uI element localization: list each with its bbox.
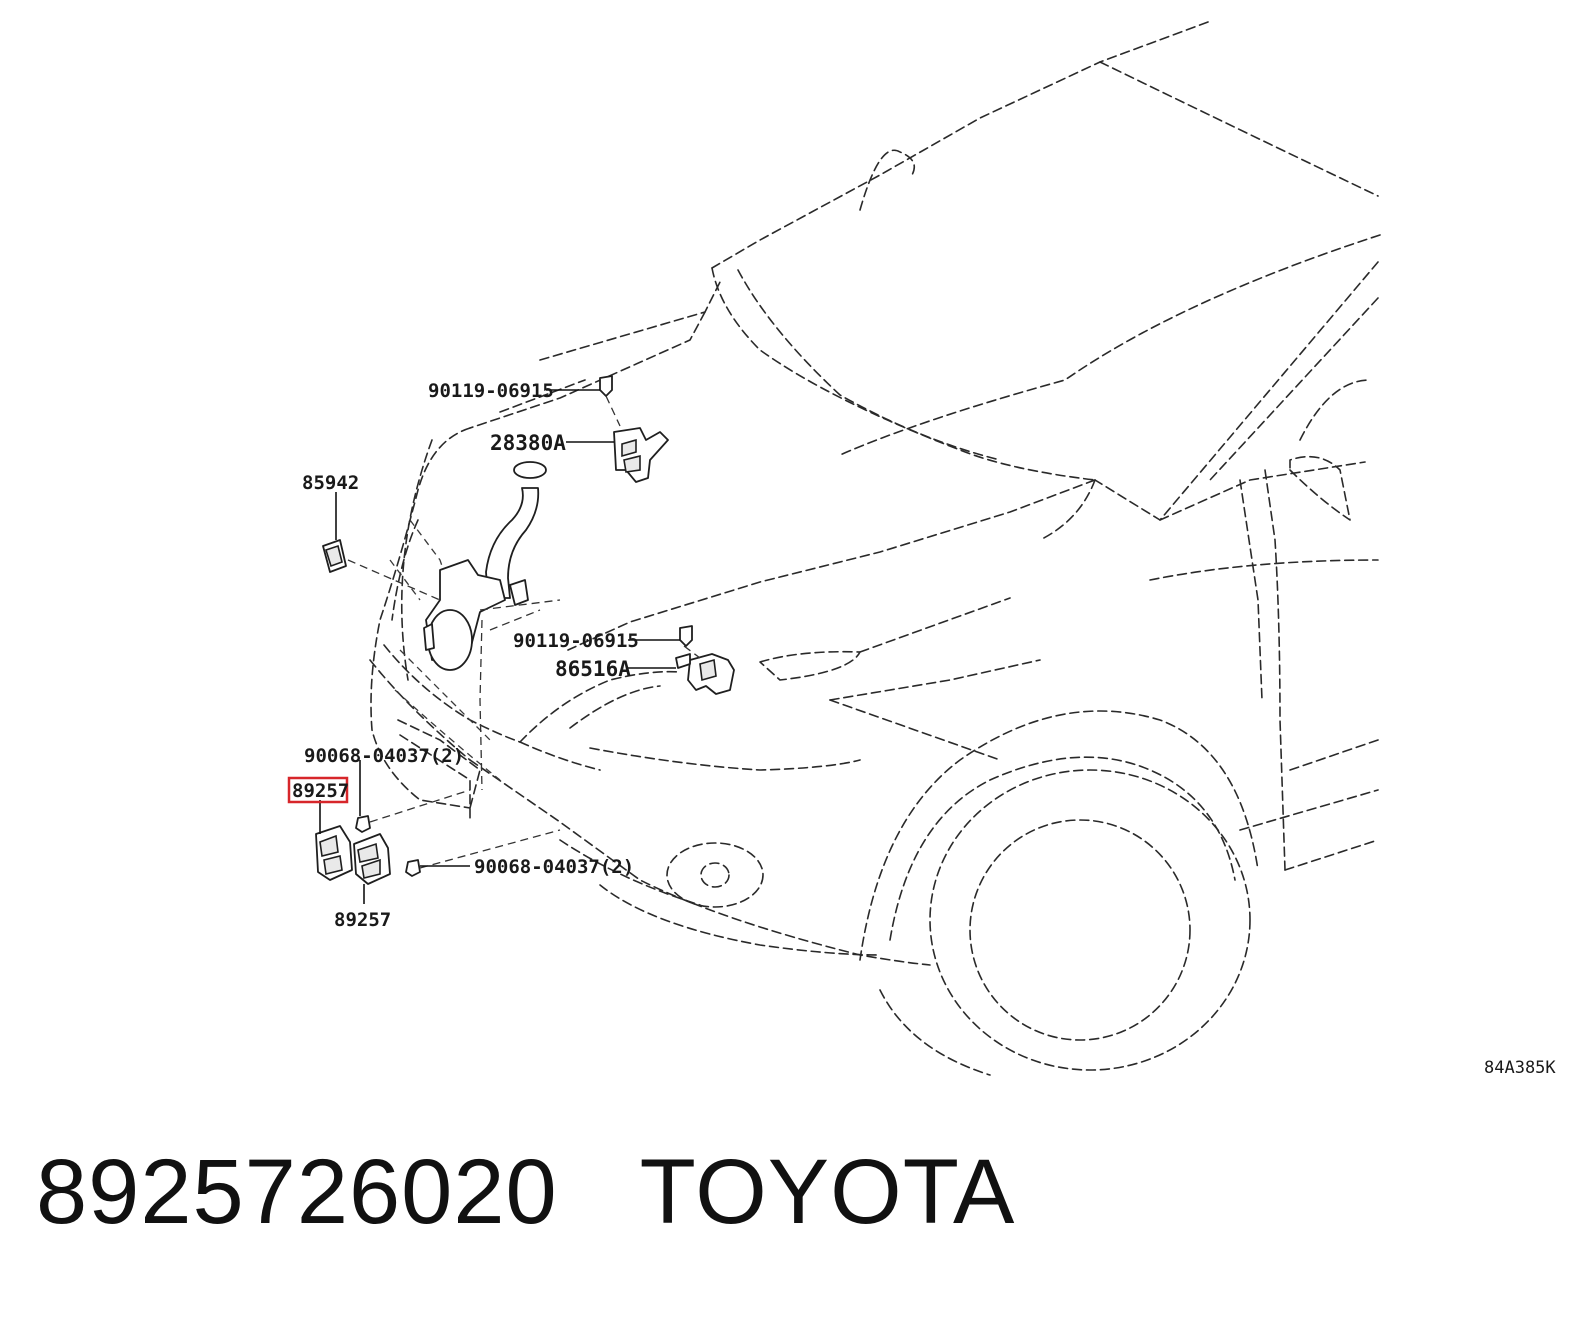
hood-latch-part	[675, 653, 735, 695]
vehicle-outline	[369, 21, 1381, 1076]
callout-bolt-top[interactable]: 90119-06915	[428, 380, 554, 402]
figure-code: 84A385K	[1484, 1058, 1556, 1078]
cover-part	[322, 539, 347, 573]
brand-name: TOYOTA	[639, 1141, 1016, 1243]
bolt-icons	[355, 375, 693, 877]
callout-sensor-highlighted[interactable]: 89257	[292, 780, 349, 802]
callout-bolt-mid[interactable]: 90119-06915	[513, 630, 639, 652]
sensor-parts	[315, 825, 391, 885]
part-footer: 8925726020 TOYOTA	[36, 1140, 1015, 1245]
leader-lines	[319, 389, 680, 904]
callout-bolt-sensor-bottom[interactable]: 90068-04037(2)	[474, 856, 634, 878]
callout-hood-lock[interactable]: 28380A	[490, 431, 566, 455]
callout-sensor-lower[interactable]: 89257	[334, 909, 391, 931]
hood-lock-part	[613, 427, 669, 483]
part-number: 8925726020	[36, 1141, 558, 1243]
highlight-box	[287, 776, 349, 804]
callout-cover[interactable]: 85942	[302, 472, 359, 494]
assembly-lines	[347, 395, 701, 869]
core-support-assembly	[423, 461, 547, 791]
callout-labels: 90119-06915 28380A 85942 90119-06915 865…	[287, 380, 1556, 1078]
callout-bolt-sensor-top[interactable]: 90068-04037(2)	[304, 745, 464, 767]
callout-hood-latch[interactable]: 86516A	[555, 657, 631, 681]
